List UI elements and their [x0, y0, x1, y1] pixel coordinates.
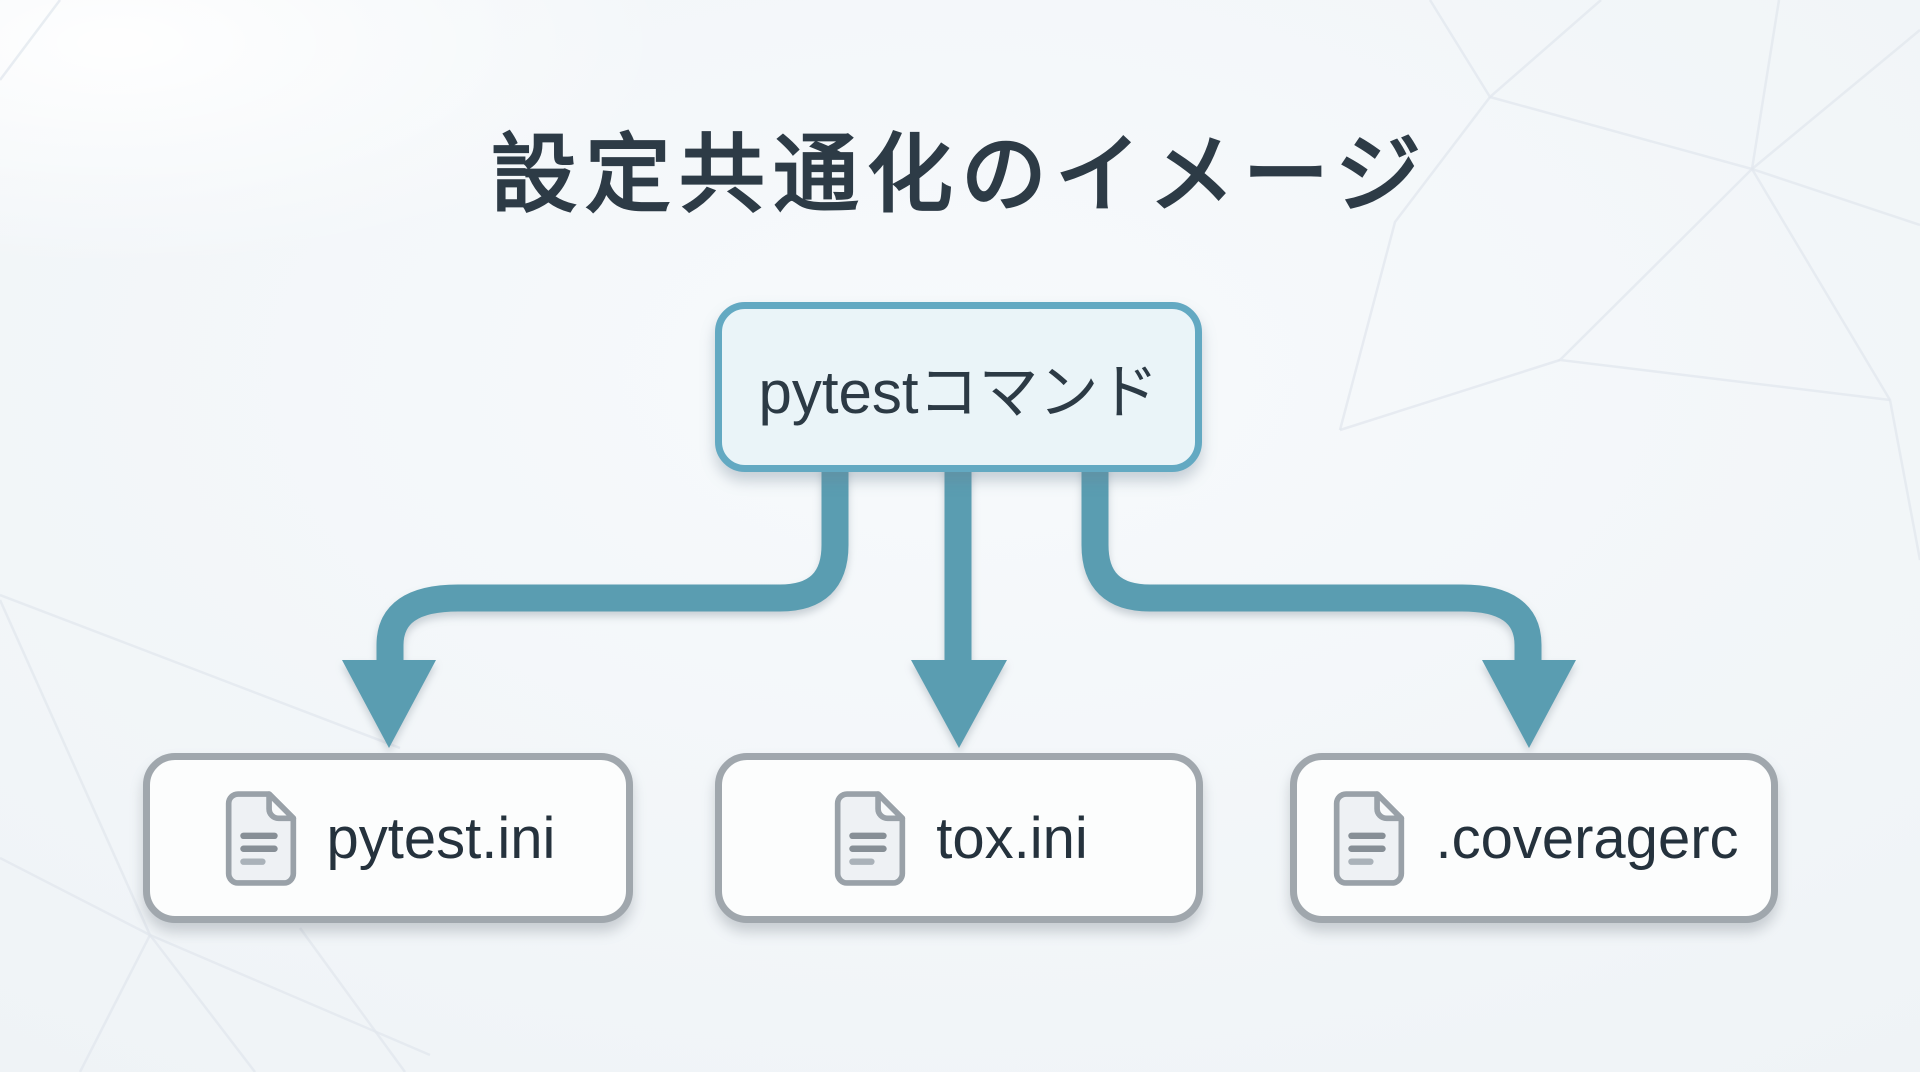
- root-node: pytestコマンド: [715, 302, 1202, 472]
- arrow-to-tox-ini: [911, 460, 1007, 748]
- file-node-pytest-ini: pytest.ini: [143, 753, 633, 923]
- file-node-label: pytest.ini: [326, 805, 556, 871]
- arrow-to-pytest-ini: [342, 460, 849, 748]
- file-node-tox-ini: tox.ini: [715, 753, 1203, 923]
- file-node-label: tox.ini: [936, 805, 1088, 871]
- document-icon: [1334, 790, 1405, 886]
- file-node-label: .coveragerc: [1435, 805, 1739, 871]
- file-node-coveragerc: .coveragerc: [1290, 753, 1778, 923]
- document-icon: [835, 790, 906, 886]
- root-node-label: pytestコマンド: [758, 358, 1159, 426]
- arrow-to-coveragerc: [1081, 460, 1576, 748]
- page-title: 設定共通化のイメージ: [490, 127, 1430, 223]
- document-icon: [225, 790, 296, 886]
